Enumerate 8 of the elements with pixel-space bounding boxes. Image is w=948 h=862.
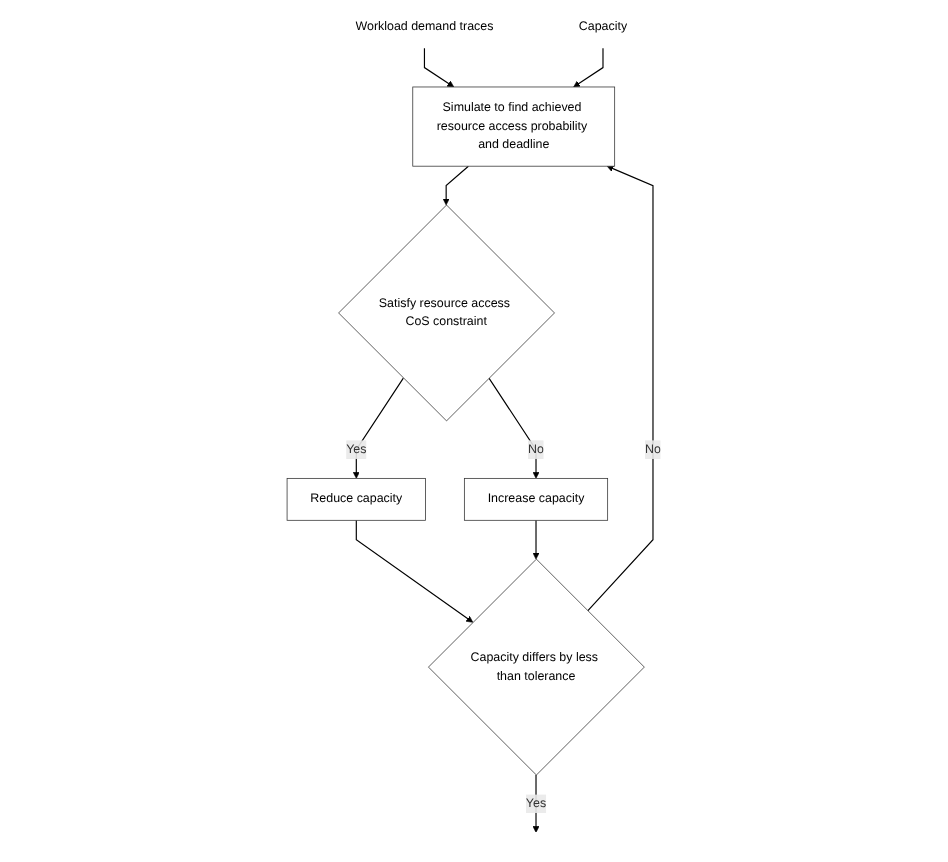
arrow xyxy=(488,377,540,479)
arrow xyxy=(355,519,474,623)
arrow xyxy=(423,47,455,88)
arrow xyxy=(573,47,604,88)
arrow xyxy=(532,519,540,560)
arrow xyxy=(442,165,469,206)
arrow xyxy=(352,377,404,479)
arrow xyxy=(587,165,654,612)
